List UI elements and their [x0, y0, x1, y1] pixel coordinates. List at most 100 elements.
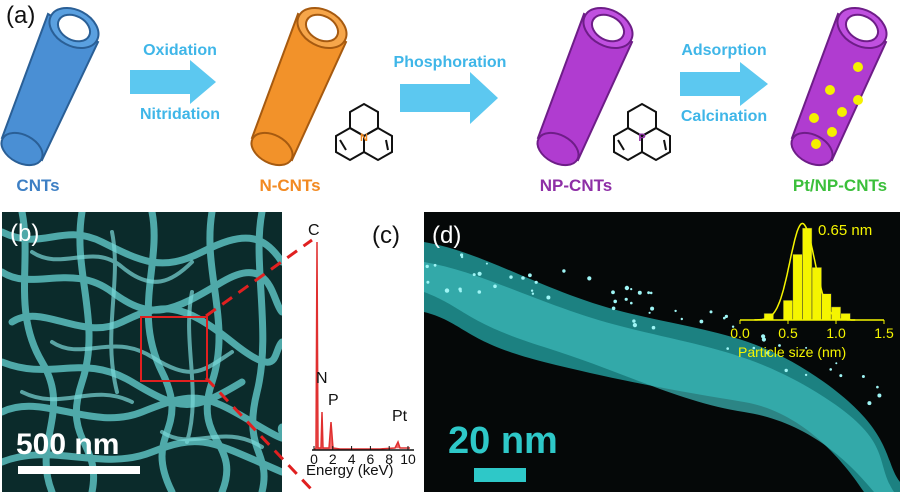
sem-nanotube-texture	[2, 212, 282, 492]
eds-xtick-label: 2	[329, 451, 337, 467]
pt-particle-dot	[650, 306, 655, 311]
pt-particle-dot	[731, 325, 735, 328]
hist-annotation: 0.65 nm	[818, 222, 873, 239]
pt-particle-dot	[485, 262, 488, 265]
pt-particle-dot	[709, 310, 713, 314]
stage-label-np-cnts: NP-CNTs	[539, 176, 613, 195]
cnt-tube-blue	[0, 6, 100, 167]
pt-particle-dot	[624, 297, 628, 301]
p-doped-ring-structure	[613, 102, 671, 162]
pt-nanoparticles	[809, 62, 863, 149]
hist-xtick-label: 0.0	[730, 325, 750, 341]
pt-particle-dot	[761, 334, 766, 339]
pt-particle-dot	[637, 290, 642, 295]
sem-image	[2, 212, 282, 492]
pt-particle-dot	[699, 319, 704, 324]
pt-particle-dot	[876, 385, 879, 389]
pt-particle-dot	[477, 290, 482, 294]
pt-particle-dot	[723, 316, 726, 320]
arrow-1	[130, 60, 216, 104]
zoom-connector-lines	[204, 238, 314, 492]
peak-label-n: N	[316, 370, 328, 387]
pt-particle-dot	[632, 319, 636, 323]
pt-particle-dot	[766, 351, 770, 355]
pt-particle-dot	[472, 273, 476, 277]
pt-particle-dot	[805, 346, 808, 349]
pt-particle-dot	[624, 285, 630, 291]
eds-xtick-label: 4	[348, 451, 356, 467]
hist-bar	[792, 254, 803, 321]
step-3-bottom: Calcination	[680, 108, 768, 125]
pt-particle-dot	[611, 290, 615, 295]
cnt-tube-orange	[250, 6, 348, 167]
pt-particle-dot	[530, 289, 534, 292]
pt-particle-dot	[460, 253, 464, 257]
pt-particle-dot	[651, 325, 656, 330]
haadf-scale-text: 20 nm	[448, 420, 558, 462]
panel-b-label: (b)	[10, 220, 40, 247]
panel-d-label: (d)	[432, 222, 462, 249]
pt-particle-dot	[630, 288, 633, 291]
pt-particle-dot	[528, 273, 532, 278]
pt-particle-dot	[630, 301, 633, 305]
eds-xtick-label: 6	[367, 451, 375, 467]
pt-particle-dot	[877, 393, 882, 398]
sem-scale-text: 500 nm	[16, 428, 120, 461]
hist-xtick-label: 0.5	[778, 325, 798, 341]
schematic-svg: N P	[0, 6, 888, 167]
panel-a-label: (a)	[6, 2, 36, 29]
step-2-top: Phosphoration	[393, 54, 507, 71]
haadf-image	[424, 212, 900, 492]
p-atom-label: P	[638, 132, 645, 144]
pt-particle-dot	[829, 368, 832, 371]
cnt-tube-pt	[790, 6, 888, 167]
pt-particle-dot	[433, 263, 437, 267]
pt-particle-dot	[752, 346, 756, 350]
pt-particle-dot	[861, 375, 865, 378]
pt-particle-dot	[426, 280, 430, 284]
stage-label-pt-np-cnts: Pt/NP-CNTs	[792, 176, 888, 195]
pt-particle-dot	[726, 347, 729, 350]
pt-particle-dot	[784, 368, 788, 373]
hist-xtick-label: 1.5	[874, 325, 894, 341]
pt-particle-dot	[425, 264, 429, 269]
pt-particle-dot	[587, 276, 592, 281]
pt-particle-dot	[521, 276, 525, 280]
pt-particle-dot	[493, 284, 497, 289]
stage-label-n-cnts: N-CNTs	[259, 176, 321, 195]
hist-bar	[811, 267, 822, 321]
eds-xtick-label: 0	[310, 451, 318, 467]
step-1-top: Oxidation	[143, 42, 217, 59]
n-atom-label: N	[360, 132, 368, 144]
peak-label-p: P	[328, 392, 339, 409]
peak-label-c: C	[308, 222, 320, 239]
eds-trace	[313, 241, 410, 451]
sem-scale-bar	[18, 466, 140, 474]
eds-xlabel: Energy (keV)	[306, 462, 394, 479]
pt-particle-dot	[649, 291, 653, 295]
cnt-tube-purple	[536, 6, 634, 167]
pt-particle-dot	[804, 373, 808, 377]
pt-particle-dot	[611, 306, 616, 311]
pt-particle-dot	[648, 311, 651, 314]
arrow-2	[400, 72, 498, 124]
pt-particle-dot	[761, 337, 766, 342]
step-3-top: Adsorption	[681, 42, 767, 59]
sem-zoom-box	[140, 316, 208, 382]
haadf-nanotube	[424, 242, 900, 492]
pt-particle-dot	[531, 292, 535, 295]
hist-xtick-label: 1.0	[826, 325, 846, 341]
eds-xtick-label: 8	[385, 451, 393, 467]
pt-particle-dot	[546, 295, 551, 300]
pt-particle-dot	[680, 317, 683, 321]
gaussian-fit-curve	[754, 222, 856, 321]
n-doped-ring-structure	[335, 102, 393, 162]
pt-particle-dot	[674, 309, 677, 313]
pt-particle-dot	[647, 291, 650, 295]
pt-particle-dot	[778, 344, 781, 347]
step-1-bottom: Nitridation	[140, 106, 220, 123]
pt-particle-dot	[613, 299, 617, 304]
peak-label-pt: Pt	[392, 408, 408, 425]
pt-particle-dot	[835, 362, 838, 365]
